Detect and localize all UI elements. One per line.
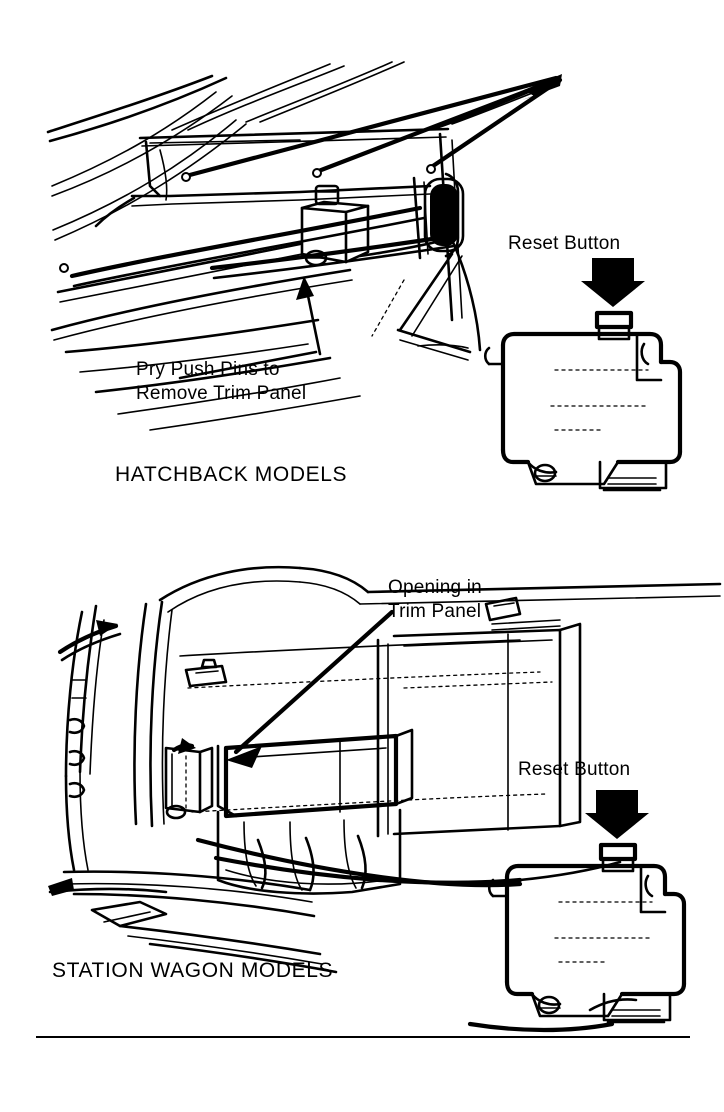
figure-station-wagon [0, 540, 724, 1050]
rear-side-panel [376, 622, 582, 838]
label-reset-button-wagon: Reset Button [518, 759, 631, 780]
callout-opening-in-trim-panel-line1: Opening in [388, 577, 482, 598]
wagon-body-linework [48, 565, 722, 1033]
callout-opening-in-trim-panel-line2: Trim Panel [388, 601, 482, 623]
push-pin-leader-lines [181, 74, 563, 182]
switch-housing [483, 331, 683, 492]
access-opening [423, 177, 465, 253]
caption-station-wagon-models: STATION WAGON MODELS [52, 959, 334, 982]
label-reset-button-hatchback: Reset Button [508, 233, 621, 254]
side-trim-cover [164, 746, 214, 820]
callout-opening-in-trim-panel: Opening in Trim Panel [388, 576, 482, 625]
down-arrow-icon [581, 258, 645, 307]
callout-pry-push-pins-line1: Pry Push Pins to [136, 359, 280, 380]
hatchback-body-linework [46, 61, 563, 431]
callout-pry-push-pins-line2: Remove Trim Panel [136, 383, 307, 405]
opening-leader-arrow [226, 609, 395, 768]
figure-hatchback [0, 0, 724, 530]
detail-unit-wagon [487, 790, 687, 1024]
corner-bracket [484, 596, 561, 631]
caption-hatchback-models: HATCHBACK MODELS [115, 463, 348, 486]
detail-unit-hatchback [483, 258, 683, 492]
switch-housing [487, 863, 687, 1024]
pry-push-pins-leader [178, 276, 322, 380]
cargo-hook [184, 658, 228, 688]
down-arrow-icon [585, 790, 649, 839]
trim-panel-box [216, 728, 414, 819]
footer-divider-rule [36, 1036, 690, 1038]
callout-pry-push-pins: Pry Push Pins to Remove Trim Panel [136, 358, 306, 407]
